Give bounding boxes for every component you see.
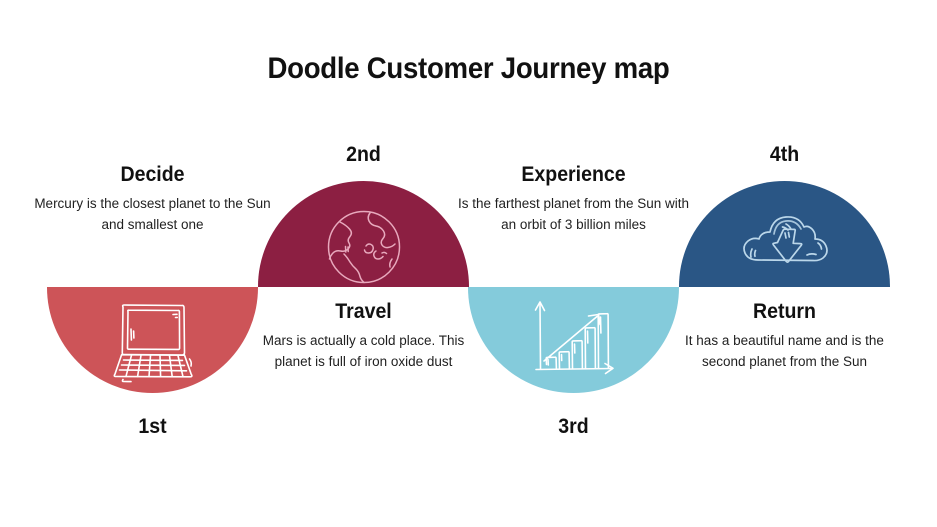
stage-3-ordinal: 3rd <box>558 415 589 438</box>
stage-2-ordinal: 2nd <box>346 143 381 166</box>
stage-4-text: Return It has a beautiful name and is th… <box>665 300 904 373</box>
stage-4-ordinal: 4th <box>769 143 800 166</box>
stage-3-heading: Experience <box>521 163 626 186</box>
stage-2-text: Travel Mars is actually a cold place. Th… <box>244 300 483 373</box>
stage-2-semicircle <box>258 181 469 287</box>
globe-icon <box>304 202 424 287</box>
stage-1-ordinal: 1st <box>138 415 167 438</box>
journey-stage-2[interactable]: Travel Mars is actually a cold place. Th… <box>258 0 469 527</box>
stage-3-text: Experience Is the farthest planet from t… <box>454 163 693 236</box>
stage-1-semicircle <box>47 287 258 393</box>
stage-1-heading: Decide <box>120 163 185 186</box>
page-title: Doodle Customer Journey map <box>267 52 670 85</box>
stage-3-semicircle <box>468 287 679 393</box>
journey-stage-4[interactable]: Return It has a beautiful name and is th… <box>679 0 890 527</box>
stage-4-heading: Return <box>753 300 816 323</box>
stage-4-description: It has a beautiful name and is the secon… <box>685 333 884 370</box>
stage-2-heading: Travel <box>335 300 392 323</box>
journey-stage-3[interactable]: Experience Is the farthest planet from t… <box>458 0 689 527</box>
stage-1-description: Mercury is the closest planet to the Sun… <box>34 196 271 233</box>
stage-4-semicircle <box>679 181 890 287</box>
cloud-download-icon <box>725 200 845 287</box>
stage-1-text: Decide Mercury is the closest planet to … <box>33 163 272 236</box>
stage-3-description: Is the farthest planet from the Sun with… <box>457 196 690 233</box>
laptop-icon <box>93 295 213 385</box>
journey-stage-1[interactable]: Decide Mercury is the closest planet to … <box>34 0 270 527</box>
stage-2-description: Mars is actually a cold place. This plan… <box>262 333 465 370</box>
growth-bar-chart-icon <box>514 291 634 381</box>
